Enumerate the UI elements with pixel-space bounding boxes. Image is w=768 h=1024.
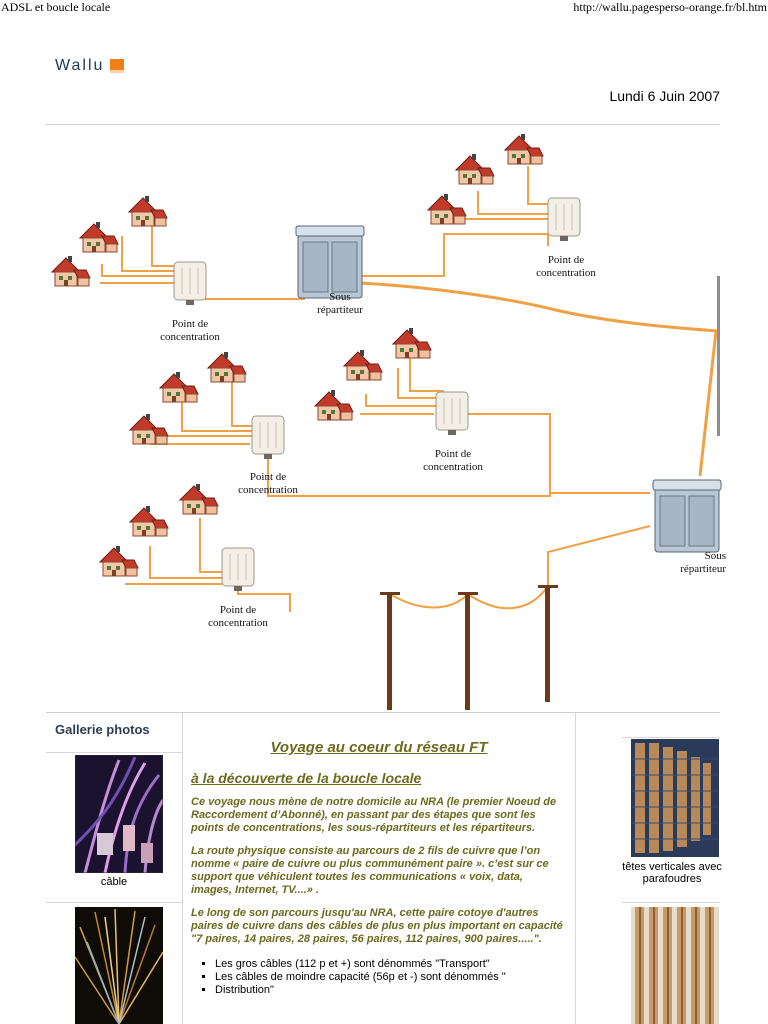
article-subtitle[interactable]: à la découverte de la boucle locale [191, 770, 422, 786]
print-header: ADSL et boucle locale http://wallu.pages… [0, 0, 768, 16]
print-title: ADSL et boucle locale [1, 0, 111, 14]
right-gallery-divider-2 [622, 902, 720, 903]
fiber-photo-thumb[interactable] [75, 755, 163, 873]
gallery-caption: câble [100, 876, 128, 888]
distribution-frame-photo[interactable] [631, 739, 719, 857]
article-paragraph-2: La route physique consiste au parcours d… [191, 845, 549, 896]
list-item: Les câbles de moindre capacité (56p et -… [215, 971, 575, 984]
logo-square-icon [110, 59, 124, 73]
page-date: Lundi 6 Juin 2007 [609, 88, 720, 104]
cable-rack-photo[interactable] [631, 907, 719, 1024]
right-gallery: têtes verticales avec parafoudres [576, 713, 768, 1024]
list-item: Les gros câbles (112 p et +) sont dénomm… [215, 958, 575, 971]
article: Voyage au coeur du réseau FT à la découv… [183, 713, 576, 1024]
photo-gallery: Gallerie photos câble [46, 713, 183, 1024]
gallery-title: Gallerie photos [46, 713, 182, 753]
print-url[interactable]: http://wallu.pagesperso-orange.fr/bl.htm [573, 0, 767, 14]
cable-photo-thumb[interactable] [75, 907, 163, 1024]
article-paragraph-1: Ce voyage nous mène de notre domicile au… [191, 796, 557, 834]
right-gallery-divider [622, 737, 720, 738]
article-paragraph-3: Le long de son parcours jusqu'au NRA, ce… [191, 907, 563, 945]
right-gallery-caption: têtes verticales avec parafoudres [622, 861, 722, 885]
diagram-divider [46, 712, 720, 713]
header-divider [46, 124, 720, 125]
gallery-divider [46, 902, 182, 903]
article-bullet-list: Les gros câbles (112 p et +) sont dénomm… [215, 958, 575, 997]
list-item: Distribution" [215, 984, 575, 997]
diagram-illustration [51, 133, 722, 710]
site-logo[interactable]: Wallu [55, 57, 105, 74]
article-title[interactable]: Voyage au coeur du réseau FT [270, 739, 488, 756]
